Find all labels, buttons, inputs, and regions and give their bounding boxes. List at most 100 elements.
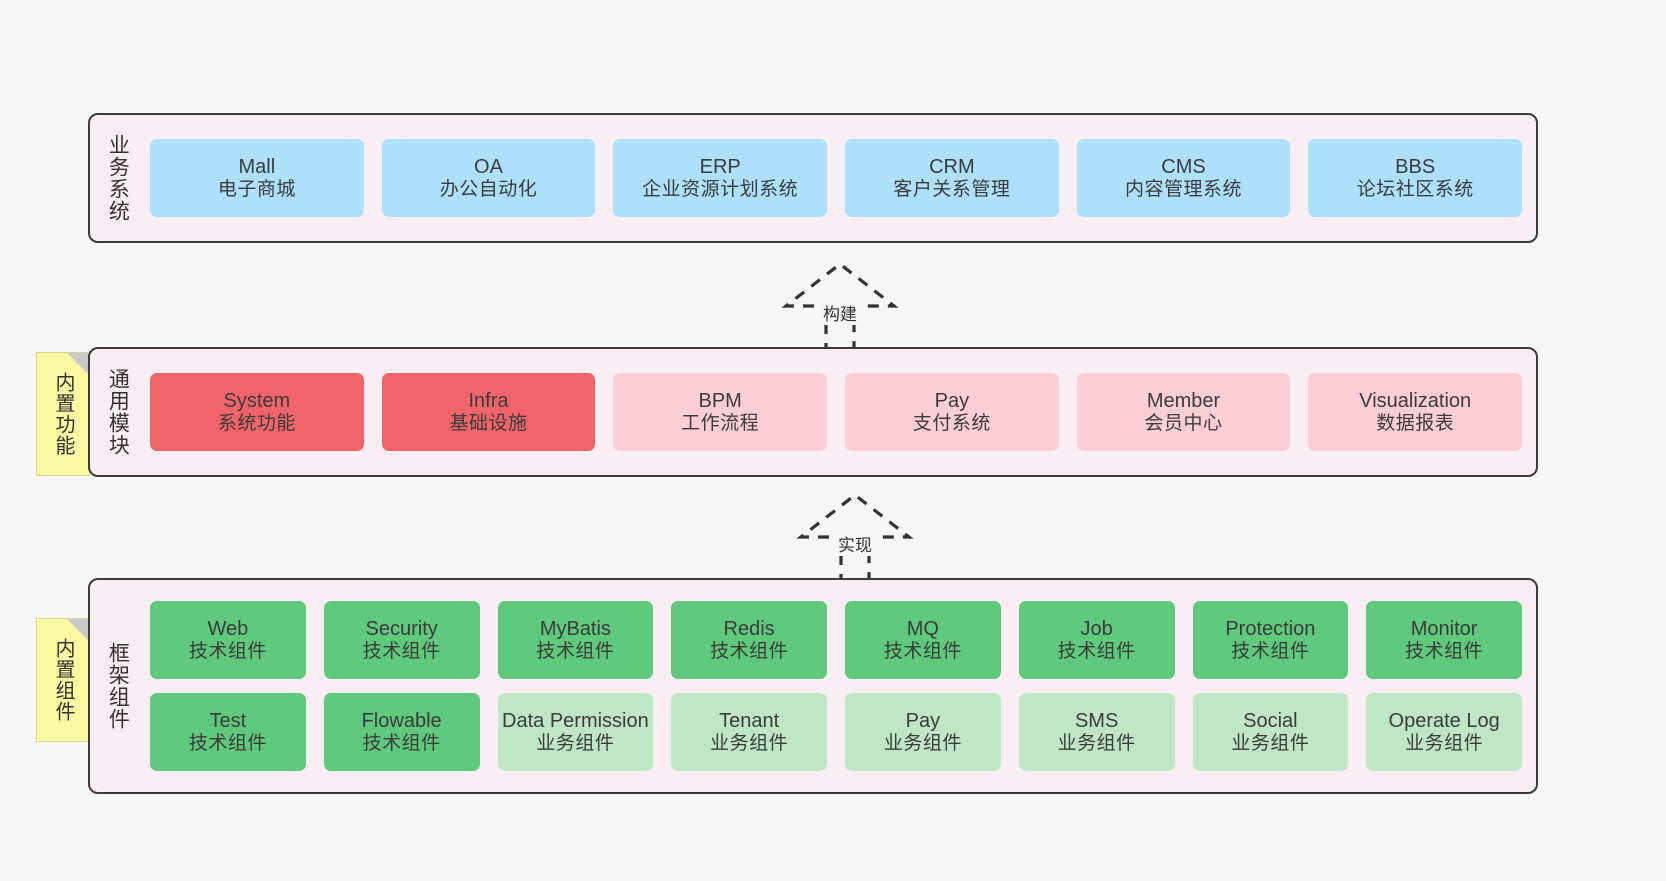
- layer-title-common: 通用模块: [106, 368, 130, 456]
- card-title: CMS: [1161, 155, 1206, 178]
- card-cms[interactable]: CMS 内容管理系统: [1076, 139, 1291, 217]
- layer-title-business: 业务系统: [106, 134, 130, 222]
- card-subtitle: 技术组件: [188, 640, 267, 662]
- card-title: Job: [1080, 617, 1113, 640]
- card-title: Data Permission: [502, 709, 649, 732]
- card-title: Infra: [468, 389, 509, 412]
- card-subtitle: 技术组件: [536, 640, 615, 662]
- card-pay[interactable]: Pay 支付系统: [845, 373, 1059, 451]
- card-subtitle: 业务组件: [1231, 732, 1310, 754]
- card-row: Test 技术组件 Flowable 技术组件 Data Permission …: [150, 693, 1522, 771]
- card-member[interactable]: Member 会员中心: [1076, 373, 1291, 451]
- card-test[interactable]: Test 技术组件: [150, 693, 306, 771]
- card-title: Visualization: [1359, 389, 1472, 412]
- card-visualization[interactable]: Visualization 数据报表: [1308, 373, 1523, 451]
- card-job[interactable]: Job 技术组件: [1018, 601, 1175, 679]
- card-title: CRM: [929, 155, 975, 178]
- card-monitor[interactable]: Monitor 技术组件: [1366, 601, 1522, 679]
- card-subtitle: 业务组件: [1057, 732, 1136, 754]
- card-subtitle: 业务组件: [883, 732, 962, 754]
- layer-body-business: Mall 电子商城 OA 办公自动化 ERP 企业资源计划系统 CRM 客户关系…: [144, 115, 1536, 241]
- card-title: ERP: [699, 155, 741, 178]
- card-subtitle: 业务组件: [710, 732, 789, 754]
- card-redis[interactable]: Redis 技术组件: [671, 601, 827, 679]
- layer-body-framework: Web 技术组件 Security 技术组件 MyBatis 技术组件 Redi…: [144, 580, 1536, 792]
- card-title: BPM: [698, 389, 742, 412]
- connector-implement: 实现: [775, 489, 935, 585]
- card-bbs[interactable]: BBS 论坛社区系统: [1308, 139, 1523, 217]
- layer-body-common: System 系统功能 Infra 基础设施 BPM 工作流程 Pay 支付系统…: [144, 349, 1536, 475]
- card-subtitle: 内容管理系统: [1125, 178, 1243, 200]
- card-data-permission[interactable]: Data Permission 业务组件: [497, 693, 654, 771]
- card-title: Test: [209, 709, 247, 732]
- card-mq[interactable]: MQ 技术组件: [845, 601, 1001, 679]
- card-subtitle: 基础设施: [449, 412, 528, 434]
- card-subtitle: 技术组件: [1057, 640, 1136, 662]
- card-sms[interactable]: SMS 业务组件: [1018, 693, 1175, 771]
- card-security[interactable]: Security 技术组件: [323, 601, 480, 679]
- card-subtitle: 办公自动化: [439, 178, 538, 200]
- card-subtitle: 电子商城: [217, 178, 296, 200]
- card-title: Web: [207, 617, 249, 640]
- card-title: BBS: [1395, 155, 1436, 178]
- card-title: Monitor: [1410, 617, 1478, 640]
- card-subtitle: 工作流程: [681, 412, 760, 434]
- card-bpm[interactable]: BPM 工作流程: [613, 373, 828, 451]
- note-builtin-components: 内置组件: [36, 618, 90, 742]
- card-crm[interactable]: CRM 客户关系管理: [845, 139, 1059, 217]
- layer-business-systems: 业务系统 Mall 电子商城 OA 办公自动化 ERP 企业资源计划系统 CRM…: [88, 113, 1538, 243]
- card-title: MQ: [906, 617, 939, 640]
- card-title: Security: [365, 617, 438, 640]
- card-mybatis[interactable]: MyBatis 技术组件: [497, 601, 654, 679]
- note-builtin-features: 内置功能: [36, 352, 90, 476]
- card-erp[interactable]: ERP 企业资源计划系统: [613, 139, 828, 217]
- card-subtitle: 技术组件: [1231, 640, 1310, 662]
- connector-implement-label: 实现: [835, 531, 875, 556]
- card-title: SMS: [1074, 709, 1119, 732]
- card-subtitle: 企业资源计划系统: [642, 178, 799, 200]
- card-subtitle: 客户关系管理: [893, 178, 1011, 200]
- card-title: OA: [474, 155, 503, 178]
- card-system[interactable]: System 系统功能: [150, 373, 364, 451]
- note-label: 内置组件: [52, 638, 74, 722]
- card-oa[interactable]: OA 办公自动化: [381, 139, 596, 217]
- card-web[interactable]: Web 技术组件: [150, 601, 306, 679]
- card-pay-component[interactable]: Pay 业务组件: [845, 693, 1001, 771]
- card-subtitle: 论坛社区系统: [1356, 178, 1474, 200]
- card-infra[interactable]: Infra 基础设施: [381, 373, 596, 451]
- card-title: Protection: [1225, 617, 1316, 640]
- card-subtitle: 技术组件: [710, 640, 789, 662]
- card-social[interactable]: Social 业务组件: [1192, 693, 1349, 771]
- card-subtitle: 技术组件: [1405, 640, 1484, 662]
- card-title: Mall: [238, 155, 276, 178]
- card-title: Pay: [934, 389, 970, 412]
- layer-common-modules: 通用模块 System 系统功能 Infra 基础设施 BPM 工作流程 Pay…: [88, 347, 1538, 477]
- card-title: Tenant: [719, 709, 780, 732]
- card-subtitle: 技术组件: [362, 732, 441, 754]
- card-protection[interactable]: Protection 技术组件: [1192, 601, 1349, 679]
- note-label: 内置功能: [52, 372, 74, 456]
- card-title: Redis: [723, 617, 775, 640]
- card-row: Mall 电子商城 OA 办公自动化 ERP 企业资源计划系统 CRM 客户关系…: [150, 139, 1523, 217]
- card-mall[interactable]: Mall 电子商城: [150, 139, 364, 217]
- card-subtitle: 业务组件: [1405, 732, 1484, 754]
- card-row: Web 技术组件 Security 技术组件 MyBatis 技术组件 Redi…: [150, 601, 1522, 679]
- card-subtitle: 技术组件: [188, 732, 267, 754]
- card-subtitle: 技术组件: [883, 640, 962, 662]
- card-operate-log[interactable]: Operate Log 业务组件: [1366, 693, 1522, 771]
- card-title: Pay: [905, 709, 941, 732]
- card-title: Flowable: [361, 709, 442, 732]
- card-title: MyBatis: [539, 617, 611, 640]
- card-title: Operate Log: [1388, 709, 1500, 732]
- layer-framework-components: 框架组件 Web 技术组件 Security 技术组件 MyBatis 技术组件…: [88, 578, 1538, 794]
- card-subtitle: 技术组件: [362, 640, 441, 662]
- connector-build: 构建: [760, 258, 920, 354]
- card-flowable[interactable]: Flowable 技术组件: [323, 693, 480, 771]
- card-subtitle: 业务组件: [536, 732, 615, 754]
- card-title: System: [223, 389, 291, 412]
- card-row: System 系统功能 Infra 基础设施 BPM 工作流程 Pay 支付系统…: [150, 373, 1523, 451]
- card-subtitle: 数据报表: [1376, 412, 1455, 434]
- card-tenant[interactable]: Tenant 业务组件: [671, 693, 827, 771]
- connector-build-label: 构建: [820, 300, 860, 325]
